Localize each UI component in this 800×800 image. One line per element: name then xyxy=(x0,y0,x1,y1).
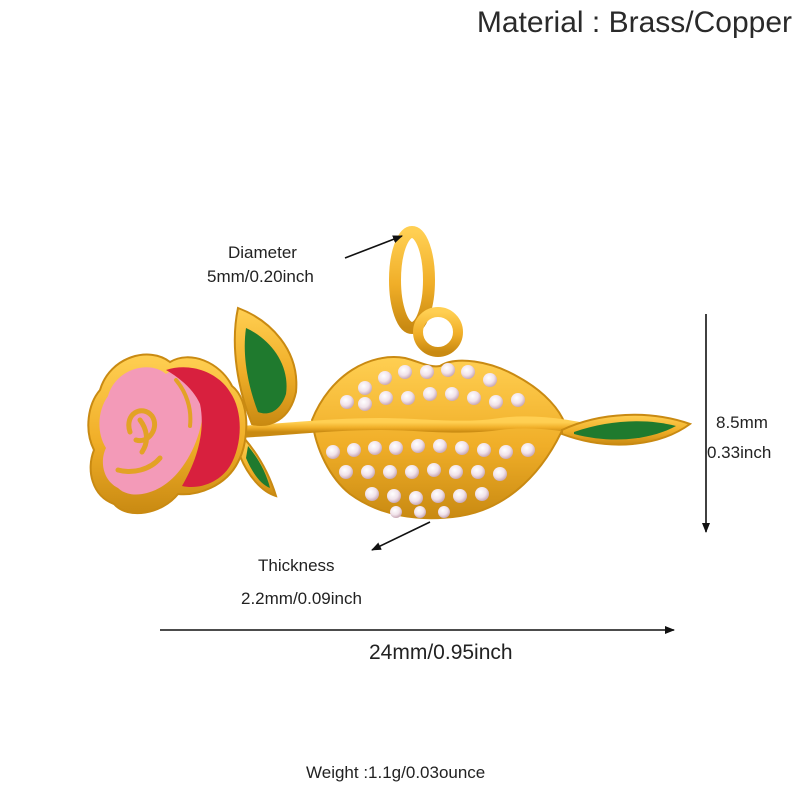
width-value: 24mm/0.95inch xyxy=(369,641,513,664)
weight-label: Weight :1.1g/0.03ounce xyxy=(306,763,486,782)
material-label: Material : Brass/Copper xyxy=(476,6,792,39)
stem xyxy=(234,416,596,438)
upper-leaf xyxy=(233,306,298,426)
lower-leaf xyxy=(238,435,278,498)
bail-loop xyxy=(413,307,463,357)
diameter-arrow xyxy=(344,235,403,259)
height-inch: 0.33inch xyxy=(707,443,772,462)
right-leaf xyxy=(561,413,693,446)
diameter-label: Diameter xyxy=(228,243,297,262)
crystal-gems-bottom xyxy=(326,439,535,518)
thickness-value: 2.2mm/0.09inch xyxy=(241,589,362,608)
diameter-value: 5mm/0.20inch xyxy=(207,267,314,286)
jump-ring xyxy=(389,226,435,334)
height-mm: 8.5mm xyxy=(716,413,768,432)
thickness-arrow xyxy=(371,521,431,551)
crystal-gems-top xyxy=(340,363,525,411)
rose-flower xyxy=(87,353,248,515)
thickness-label: Thickness xyxy=(258,556,335,575)
